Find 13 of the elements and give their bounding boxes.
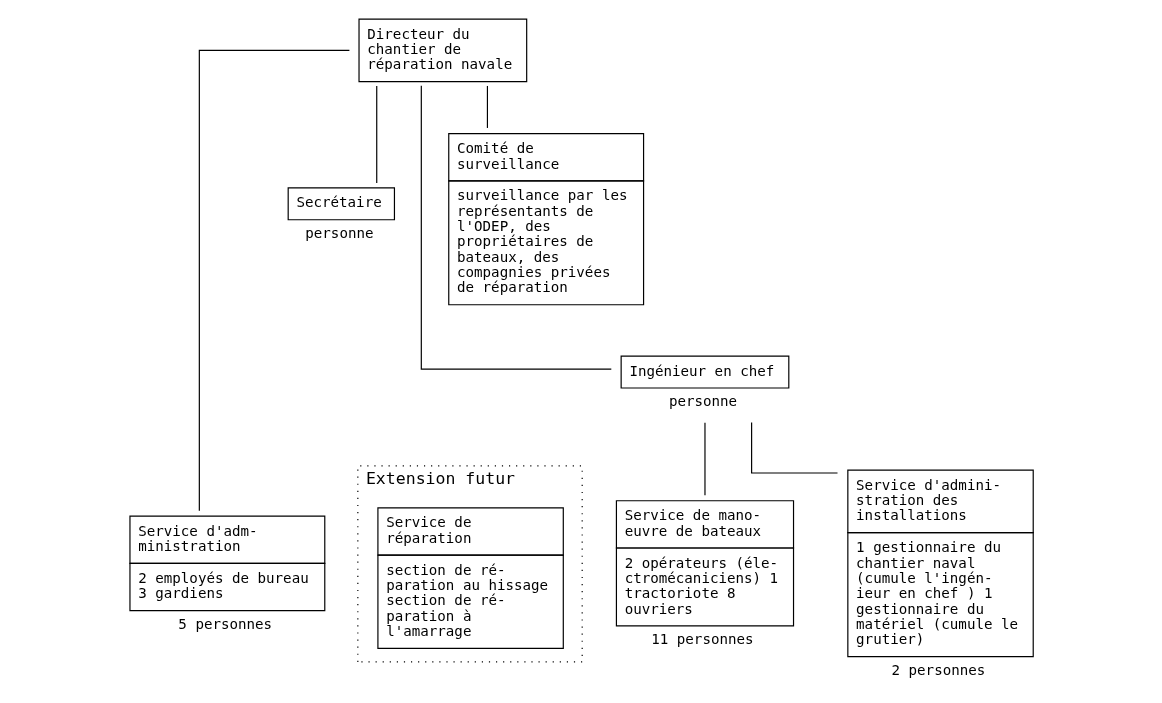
node-label: 2 personnes bbox=[891, 661, 986, 678]
node-box: Secrétaire bbox=[287, 186, 396, 220]
node-label: 11 personnes bbox=[651, 630, 754, 647]
node-box: Directeur du chantier de réparation navale bbox=[358, 17, 528, 82]
node-label: personne bbox=[668, 392, 738, 409]
connector bbox=[198, 49, 350, 511]
node-box: Ingénieur en chef bbox=[620, 355, 790, 389]
node-label: 5 personnes bbox=[178, 615, 273, 632]
connector bbox=[420, 84, 612, 370]
node-label: personne bbox=[305, 224, 374, 241]
connector bbox=[751, 421, 839, 474]
connector bbox=[486, 84, 488, 129]
connector bbox=[376, 84, 378, 184]
